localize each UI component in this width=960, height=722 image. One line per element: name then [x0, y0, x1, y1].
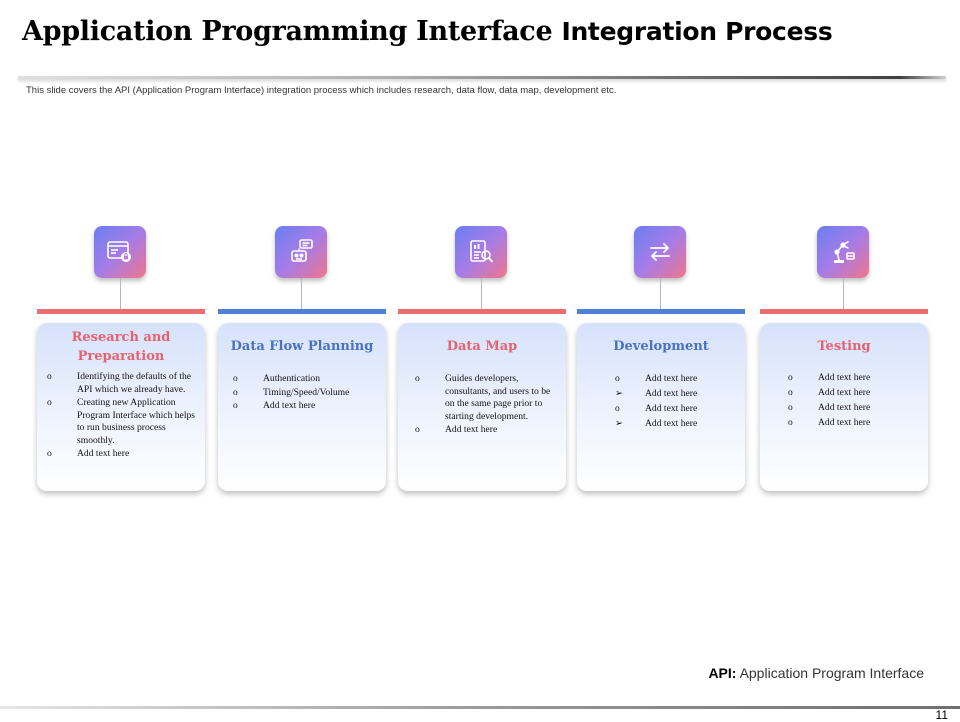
- step-title: Data Flow Planning: [230, 339, 374, 354]
- title-secondary: Integration Process: [561, 17, 833, 46]
- footer-divider: [0, 706, 960, 709]
- step-connector: [481, 278, 482, 309]
- swap-arrows-icon: [634, 226, 686, 278]
- document-search-icon: [455, 226, 507, 278]
- browser-lock-icon: [94, 226, 146, 278]
- api-definition: Application Program Interface: [739, 665, 924, 681]
- api-abbreviation: API:: [708, 665, 737, 681]
- robot-chat-icon: [275, 226, 327, 278]
- step-title: Development: [613, 339, 709, 354]
- step-accent-bar: [577, 309, 745, 314]
- page-number: 11: [935, 708, 948, 722]
- title-main: Application Programming Interface: [22, 16, 553, 47]
- list-item: ➢Add text here: [615, 418, 698, 429]
- robot-arm-icon: [817, 226, 869, 278]
- step-accent-bar: [218, 309, 386, 314]
- slide-title: Application Programming Interface Integr…: [22, 16, 833, 47]
- slide-subtitle: This slide covers the API (Application P…: [26, 85, 617, 96]
- step-title: Research and Preparation: [71, 330, 171, 364]
- step-title: Testing: [817, 339, 871, 354]
- step-connector: [843, 278, 844, 309]
- list-item: ➢Add text here: [615, 388, 698, 399]
- step-accent-bar: [760, 309, 928, 314]
- step-accent-bar: [398, 309, 566, 314]
- title-divider: [18, 76, 946, 79]
- step-connector: [120, 278, 121, 309]
- step-title: Data Map: [446, 339, 518, 354]
- api-footnote: API: Application Program Interface: [708, 665, 924, 681]
- step-accent-bar: [37, 309, 205, 314]
- step-connector: [301, 278, 302, 309]
- step-connector: [660, 278, 661, 309]
